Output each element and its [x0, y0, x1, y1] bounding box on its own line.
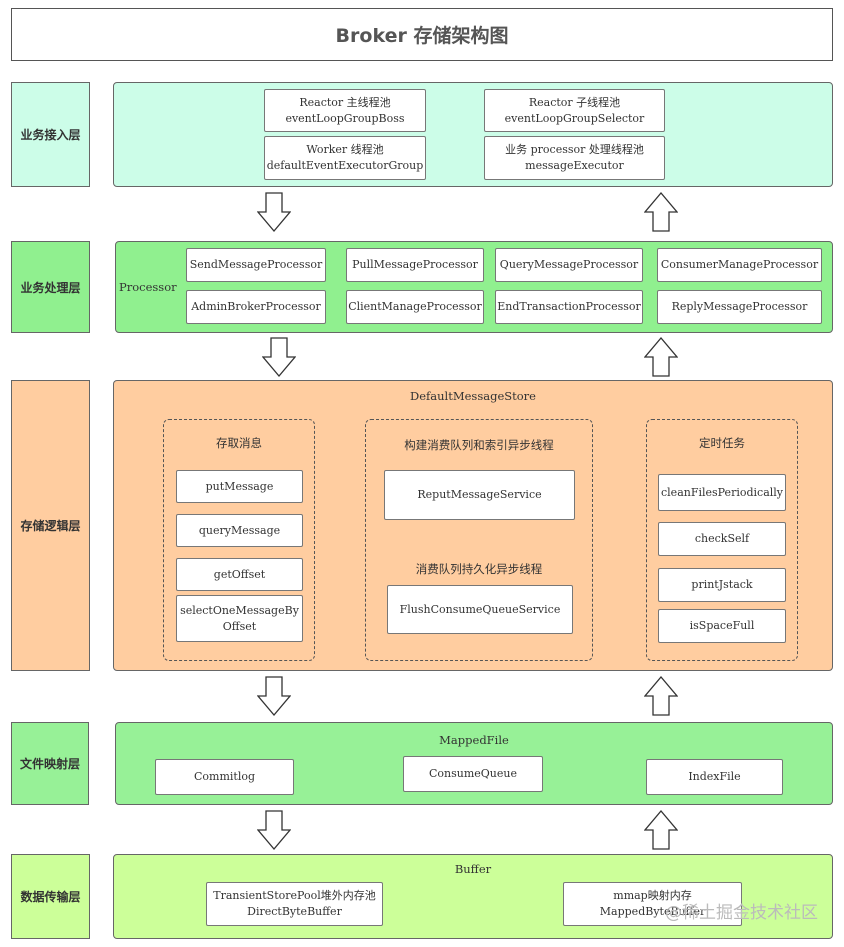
- diagram-title: Broker 存储架构图: [11, 8, 833, 61]
- processor-box: ReplyMessageProcessor: [657, 290, 822, 324]
- store-method-box: selectOneMessageBy Offset: [176, 595, 303, 642]
- async-thread-group: [365, 419, 593, 661]
- buffer-title: Buffer: [454, 862, 492, 876]
- worker-pool-name: Worker 线程池: [306, 143, 384, 156]
- processor-box: EndTransactionProcessor: [495, 290, 643, 324]
- layer-label-transfer: 数据传输层: [11, 854, 90, 939]
- reput-message-service-box: ReputMessageService: [384, 470, 575, 520]
- index-file-box: IndexFile: [646, 759, 783, 795]
- worker-pool-box: Worker 线程池 defaultEventExecutorGroup: [264, 136, 426, 180]
- consume-queue-box: ConsumeQueue: [403, 756, 543, 792]
- default-message-store-title: DefaultMessageStore: [410, 389, 536, 403]
- down-arrow-icon: [262, 337, 296, 377]
- access-message-group: [163, 419, 315, 661]
- reactor-main-pool-box: Reactor 主线程池 eventLoopGroupBoss: [264, 89, 426, 132]
- flush-consume-queue-service-box: FlushConsumeQueueService: [387, 585, 573, 634]
- commitlog-box: Commitlog: [155, 759, 294, 795]
- processor-pool-object: messageExecutor: [525, 159, 624, 172]
- processor-box: ConsumerManageProcessor: [657, 248, 822, 282]
- processor-box: SendMessageProcessor: [186, 248, 326, 282]
- worker-pool-object: defaultEventExecutorGroup: [266, 159, 424, 172]
- processor-group-label: Processor: [119, 280, 177, 294]
- reactor-sub-pool-object: eventLoopGroupSelector: [504, 111, 645, 125]
- mmap-memory-name: mmap映射内存: [613, 889, 692, 902]
- scheduled-task-box: cleanFilesPeriodically: [658, 474, 786, 511]
- access-message-group-title: 存取消息: [216, 436, 262, 450]
- transient-store-pool-box: TransientStorePool堆外内存池 DirectByteBuffer: [206, 882, 383, 926]
- down-arrow-icon: [257, 810, 291, 850]
- mapped-file-title: MappedFile: [439, 733, 509, 747]
- processor-box: PullMessageProcessor: [346, 248, 484, 282]
- scheduled-task-group: [646, 419, 798, 661]
- store-method-box: queryMessage: [176, 514, 303, 547]
- store-method-box: getOffset: [176, 558, 303, 591]
- up-arrow-icon: [644, 337, 678, 377]
- mmap-memory-object: MappedByteBuffer: [599, 905, 706, 918]
- processor-box: AdminBrokerProcessor: [186, 290, 326, 324]
- reactor-main-pool-object: eventLoopGroupBoss: [285, 111, 405, 125]
- flush-thread-title: 消费队列持久化异步线程: [415, 562, 543, 576]
- select-method-line1: selectOneMessageBy: [180, 603, 299, 617]
- layer-label-processing: 业务处理层: [11, 241, 90, 333]
- scheduled-task-box: checkSelf: [658, 522, 786, 556]
- processor-pool-name: 业务 processor 处理线程池: [505, 143, 644, 156]
- up-arrow-icon: [644, 676, 678, 716]
- layer-label-access: 业务接入层: [11, 82, 90, 187]
- store-method-box: putMessage: [176, 470, 303, 503]
- reactor-sub-pool-name: Reactor 子线程池: [528, 95, 621, 109]
- up-arrow-icon: [644, 192, 678, 232]
- scheduled-task-title: 定时任务: [699, 436, 745, 450]
- access-layer-panel: [113, 82, 833, 187]
- processor-pool-box: 业务 processor 处理线程池 messageExecutor: [484, 136, 665, 180]
- scheduled-task-box: printJstack: [658, 568, 786, 602]
- reput-thread-title: 构建消费队列和索引异步线程: [404, 438, 554, 452]
- select-method-line2: Offset: [222, 619, 257, 633]
- layer-label-storage: 存储逻辑层: [11, 380, 90, 671]
- scheduled-task-box: isSpaceFull: [658, 609, 786, 643]
- down-arrow-icon: [257, 192, 291, 232]
- up-arrow-icon: [644, 810, 678, 850]
- watermark: @稀土掘金技术社区: [665, 903, 818, 923]
- processor-box: ClientManageProcessor: [346, 290, 484, 324]
- down-arrow-icon: [257, 676, 291, 716]
- mmap-memory-box: mmap映射内存 MappedByteBuffer: [563, 882, 742, 926]
- reactor-sub-pool-box: Reactor 子线程池 eventLoopGroupSelector: [484, 89, 665, 132]
- layer-label-mapping: 文件映射层: [11, 722, 89, 805]
- processor-box: QueryMessageProcessor: [495, 248, 643, 282]
- transient-store-pool-object: DirectByteBuffer: [247, 905, 342, 918]
- transient-store-pool-name: TransientStorePool堆外内存池: [213, 889, 376, 902]
- reactor-main-pool-name: Reactor 主线程池: [299, 95, 391, 109]
